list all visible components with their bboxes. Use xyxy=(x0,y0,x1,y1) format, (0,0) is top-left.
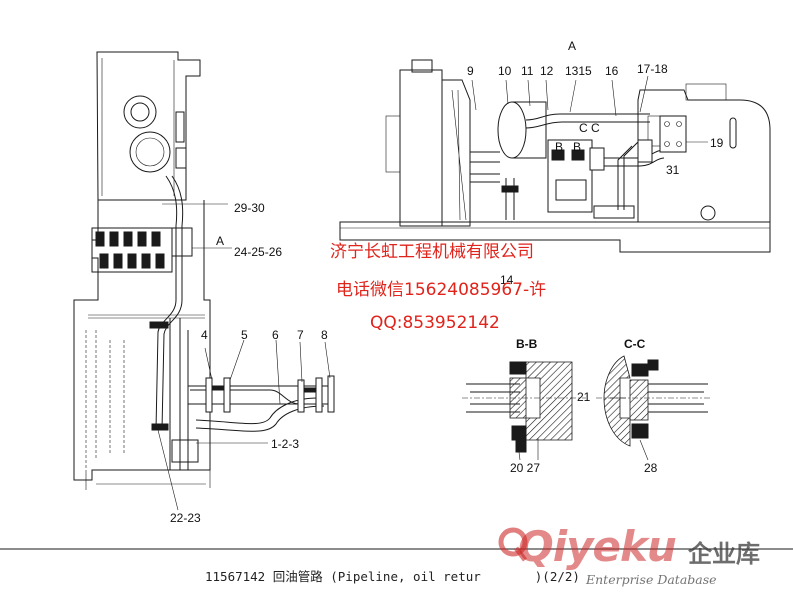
section-cc-detail xyxy=(596,355,712,461)
callout-29-30: 29-30 xyxy=(234,201,265,215)
callout-6: 6 xyxy=(272,328,279,342)
watermark-qq: QQ:853952142 xyxy=(370,313,500,333)
watermark-company: 济宁长虹工程机械有限公司 xyxy=(330,242,534,262)
watermark-phone: 电话微信15624085967-许 xyxy=(336,280,547,300)
section-cc-title: C-C xyxy=(624,337,646,351)
valve-block-spools xyxy=(95,231,165,269)
logo-brand: Qiyeku xyxy=(518,522,677,571)
callout-5: 5 xyxy=(241,328,248,342)
label-b-2: B xyxy=(573,140,581,154)
callout-14: 14 xyxy=(500,273,514,287)
callout-4: 4 xyxy=(201,328,208,342)
left-machine-view xyxy=(73,51,232,511)
drawing-caption: 11567142 回油管路 (Pipeline, oil retur )(2/2) xyxy=(205,566,580,585)
callout-28: 28 xyxy=(644,461,658,475)
qiyeku-logo-icon xyxy=(498,527,528,562)
callout-8: 8 xyxy=(321,328,328,342)
qiyeku-logo: Qiyeku 企业库 Enterprise Database xyxy=(498,520,778,590)
logo-tagline: Enterprise Database xyxy=(586,572,717,587)
caption-tail: )(2/2) xyxy=(534,569,580,584)
callout-11: 11 xyxy=(521,64,534,78)
callout-22-23: 22-23 xyxy=(170,511,201,525)
callout-21: 21 xyxy=(577,390,591,404)
callout-19: 19 xyxy=(710,136,724,150)
callout-20-27: 20 27 xyxy=(510,461,540,475)
callout-13-15: 1315 xyxy=(565,64,592,78)
label-c-2: C xyxy=(591,121,600,135)
callout-12: 12 xyxy=(540,64,554,78)
label-c-1: C xyxy=(579,121,588,135)
callout-31: 31 xyxy=(666,163,680,177)
section-bb-detail xyxy=(462,361,586,461)
callout-24-25-26: 24-25-26 xyxy=(234,245,282,259)
callout-10: 10 xyxy=(498,64,512,78)
logo-brand-cn: 企业库 xyxy=(688,540,760,568)
callout-16: 16 xyxy=(605,64,619,78)
view-a-top-label: A xyxy=(568,39,576,53)
callout-1-2-3: 1-2-3 xyxy=(271,437,299,451)
label-b-1: B xyxy=(555,140,563,154)
callout-7: 7 xyxy=(297,328,304,342)
callout-17-18: 17-18 xyxy=(637,62,668,76)
callout-9: 9 xyxy=(467,64,474,78)
caption-main: 11567142 回油管路 (Pipeline, oil retur xyxy=(205,569,481,584)
section-bb-title: B-B xyxy=(516,337,538,351)
return-manifold-pipes xyxy=(188,339,335,444)
view-a-machine xyxy=(339,59,771,253)
view-a-side-label: A xyxy=(216,234,224,248)
